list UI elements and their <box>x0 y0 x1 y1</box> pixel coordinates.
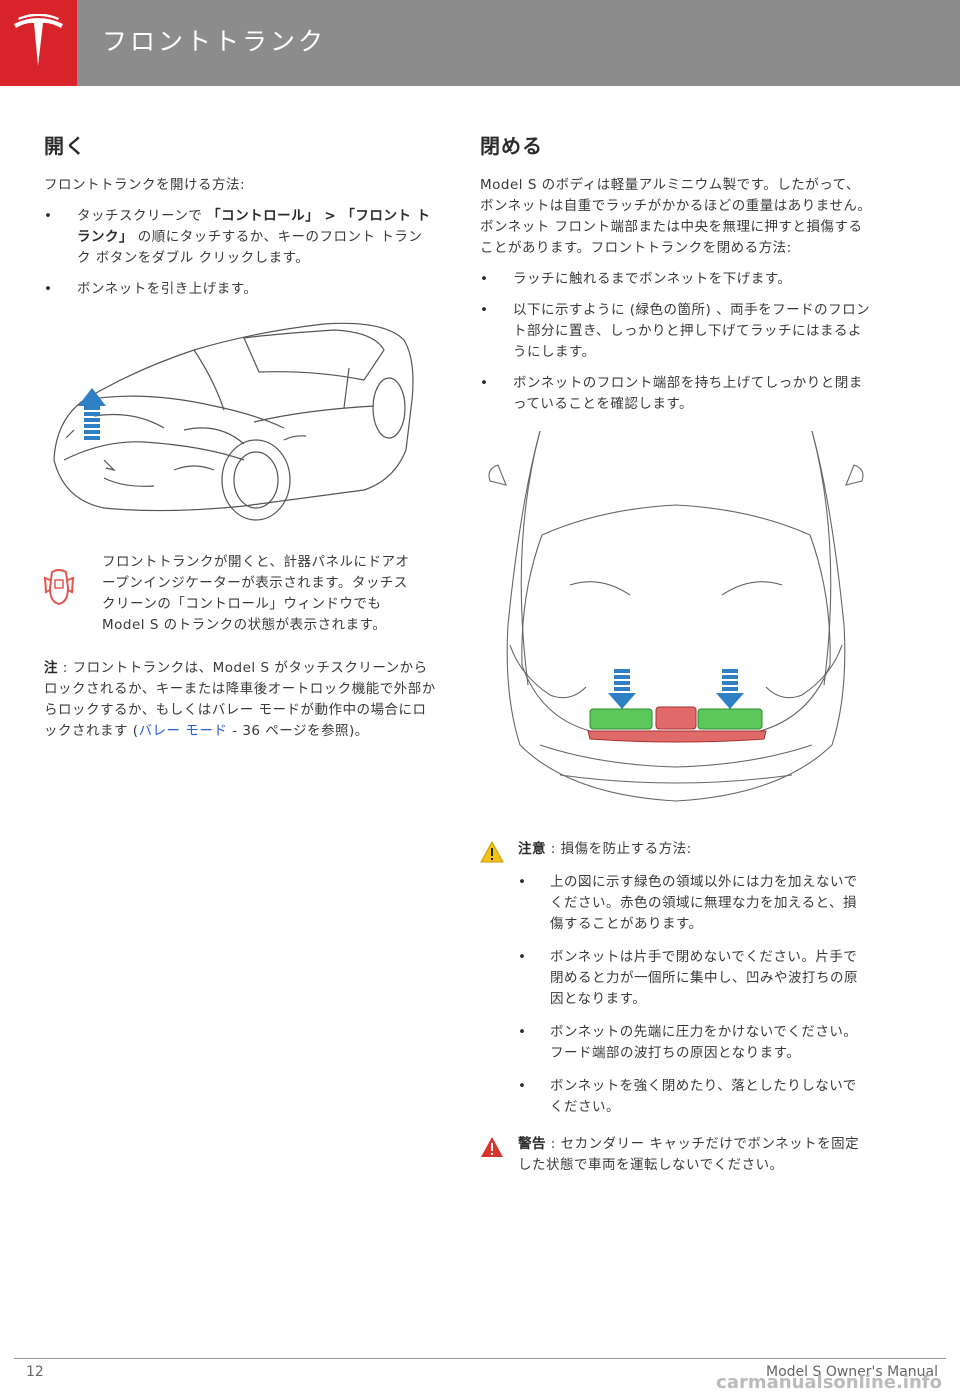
open-step-2: ボンネットを引き上げます。 <box>44 279 436 300</box>
watermark: carmanualsonline.info <box>716 1372 942 1393</box>
caution-icon <box>480 839 518 867</box>
car-front-hood-image <box>488 430 864 802</box>
caution-item-3: ボンネットの先端に圧力をかけないでください。フード端部の波打ちの原因となります。 <box>518 1022 870 1064</box>
caution-item-1: 上の図に示す緑色の領域以外には力を加えないでください。赤色の領域に無理な力を加え… <box>518 872 870 935</box>
warning-box: 警告 : セカンダリー キャッチだけでボンネットを固定した状態で車両を運転しない… <box>480 1134 872 1176</box>
press-arrow-right-icon <box>716 669 744 709</box>
caution-item-2: ボンネットは片手で閉めないでください。片手で閉めると力が一個所に集中し、凹みや波… <box>518 947 870 1010</box>
close-step-1: ラッチに触れるまでボンネットを下げます。 <box>480 269 872 290</box>
tesla-logo <box>0 0 77 86</box>
caution-item-4: ボンネットを強く閉めたり、落としたりしないでください。 <box>518 1076 870 1118</box>
door-open-indicator-note: フロントトランクが開くと、計器パネルにドアオープンインジケーターが表示されます。… <box>43 552 436 636</box>
close-section: 閉める Model S のボディは軽量アルミニウム製です。したがって、ボンネット… <box>480 130 872 1176</box>
front-trunk-label: 「フロント トランク」 <box>77 208 431 245</box>
footer-divider <box>14 1358 946 1359</box>
page-title: フロントトランク <box>102 27 327 56</box>
close-heading: 閉める <box>480 134 543 158</box>
open-steps: タッチスクリーンで 「コントロール」 > 「フロント トランク」 の順にタッチす… <box>44 206 436 300</box>
press-arrow-left-icon <box>608 669 636 709</box>
manual-name: Model S Owner's Manual <box>766 1364 938 1380</box>
lift-arrow-icon <box>78 388 106 440</box>
caution-label: 注意 <box>518 841 546 857</box>
close-steps: ラッチに触れるまでボンネットを下げます。 以下に示すように (緑色の箇所) 、両… <box>480 269 872 415</box>
controls-label: 「コントロール」 <box>207 208 320 224</box>
open-hood-illustration <box>44 310 436 536</box>
red-avoid-zones <box>587 706 767 743</box>
page-number: 12 <box>26 1364 44 1380</box>
open-step-1: タッチスクリーンで 「コントロール」 > 「フロント トランク」 の順にタッチす… <box>44 206 436 269</box>
open-section: 開く フロントトランクを開ける方法: タッチスクリーンで 「コントロール」 > … <box>43 130 436 742</box>
close-step-3: ボンネットのフロント端部を持ち上げてしっかりと閉まっていることを確認します。 <box>480 373 872 415</box>
valet-mode-link[interactable]: バレー モード <box>138 723 228 739</box>
caution-list: 上の図に示す緑色の領域以外には力を加えないでください。赤色の領域に無理な力を加え… <box>518 872 870 1118</box>
door-open-icon <box>43 552 102 612</box>
open-intro: フロントトランクを開ける方法: <box>44 177 246 193</box>
close-hood-illustration <box>480 425 872 821</box>
close-intro: Model S のボディは軽量アルミニウム製です。したがって、ボンネットは自重で… <box>480 177 872 256</box>
note-label: 注 <box>44 660 58 676</box>
caution-box: 注意 : 損傷を防止する方法: 上の図に示す緑色の領域以外には力を加えないでくだ… <box>480 839 872 1130</box>
page-header: フロントトランク <box>0 0 960 86</box>
open-heading: 開く <box>44 134 86 158</box>
warning-icon <box>480 1134 518 1162</box>
car-open-hood-image <box>53 322 414 521</box>
tesla-logo-icon <box>14 14 63 66</box>
warning-label: 警告 <box>518 1136 546 1152</box>
close-step-2: 以下に示すように (緑色の箇所) 、両手をフードのフロント部分に置き、しっかりと… <box>480 300 872 363</box>
lock-note: 注 : フロントトランクは、Model S がタッチスクリーンからロックされるか… <box>44 660 436 739</box>
warning-text: 警告 : セカンダリー キャッチだけでボンネットを固定した状態で車両を運転しない… <box>518 1136 860 1173</box>
caution-intro: 注意 : 損傷を防止する方法: <box>518 841 692 857</box>
